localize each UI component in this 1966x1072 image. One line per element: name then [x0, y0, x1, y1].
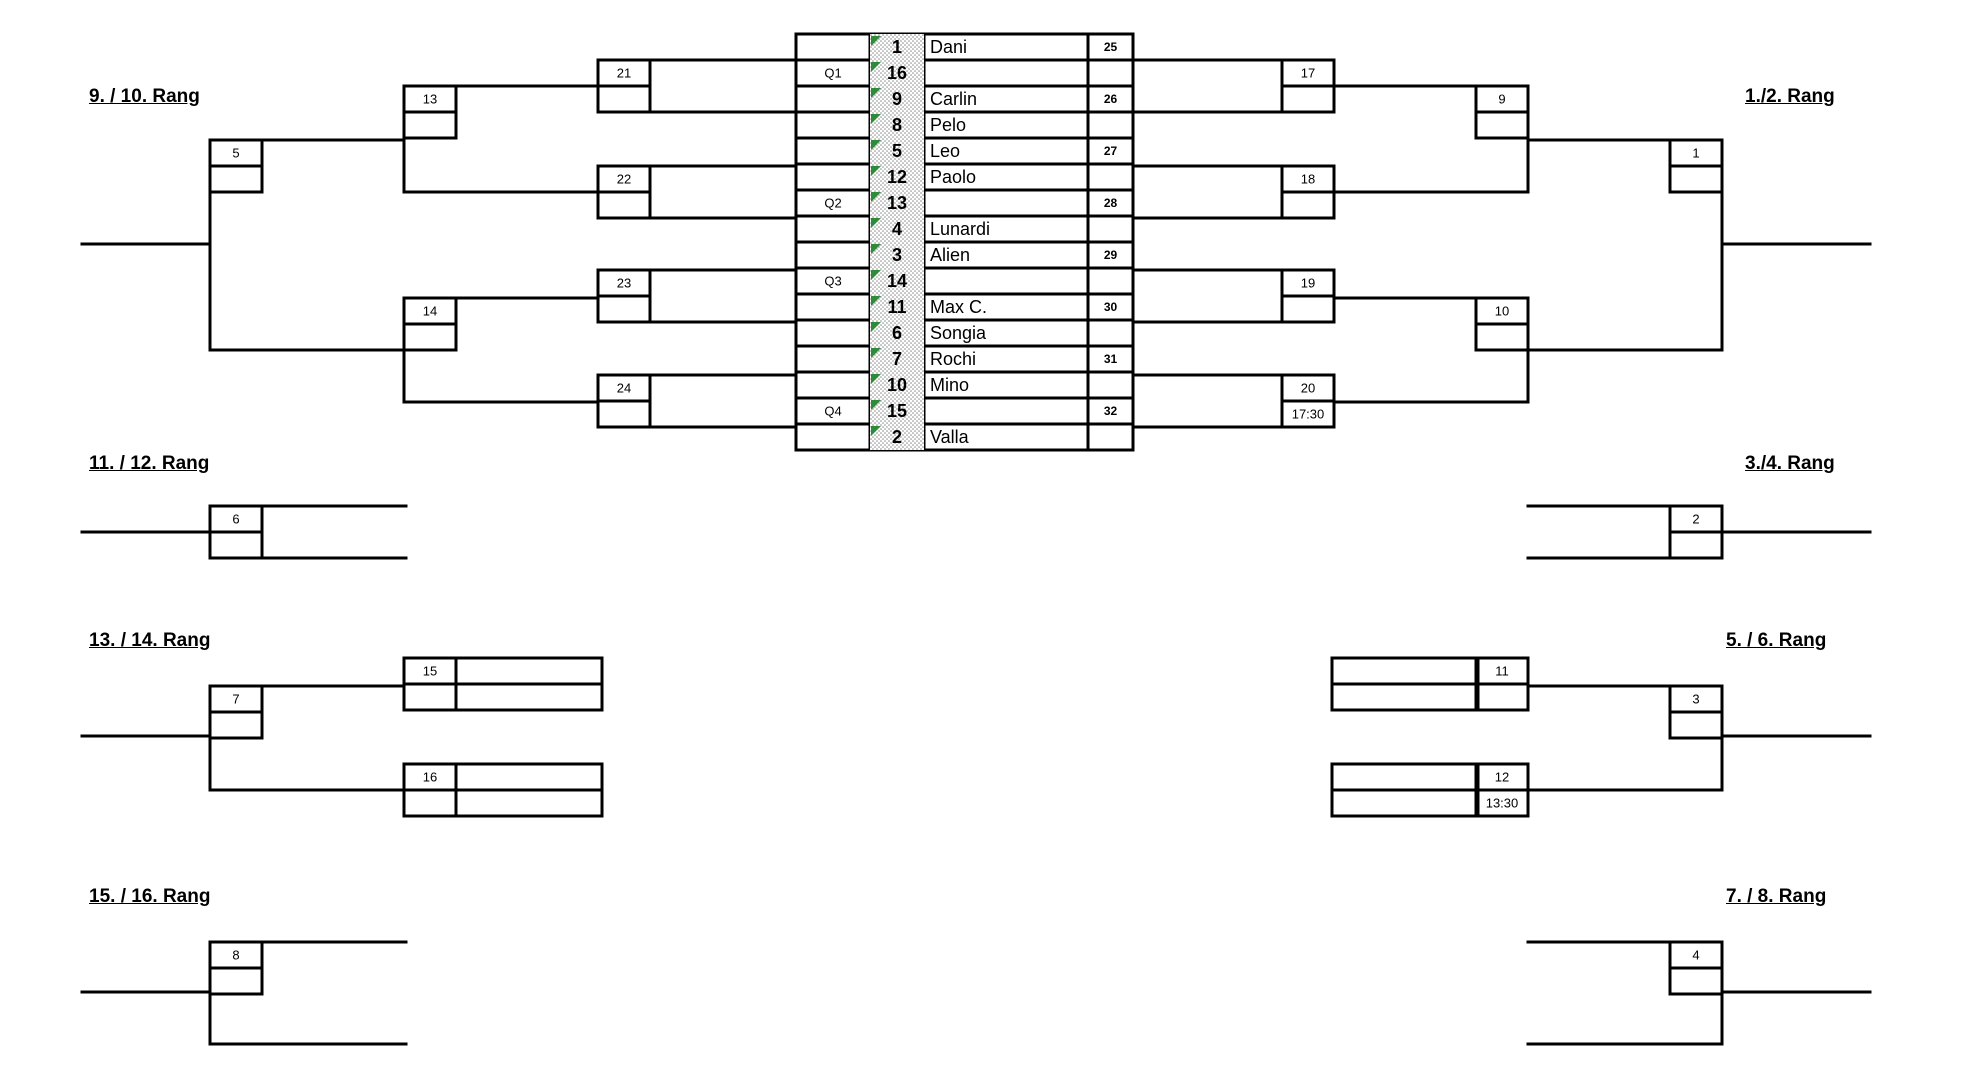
rank-label-11-12: 11. / 12. Rang	[89, 453, 210, 474]
game-20-number: 20	[1301, 380, 1315, 395]
player-name-6: Songia	[930, 323, 987, 343]
seed-number-11: 11	[887, 297, 906, 317]
game-18-number: 18	[1301, 171, 1315, 186]
game-6-number: 6	[232, 511, 239, 526]
game-3-number: 3	[1692, 691, 1699, 706]
player-name-2: Valla	[930, 427, 970, 447]
qualifier-label: Q1	[824, 65, 841, 80]
seed-number-5: 5	[892, 141, 902, 161]
rank-label-3-4: 3./4. Rang	[1745, 453, 1835, 474]
seed-marker-icon	[871, 322, 881, 332]
player-name-12: Paolo	[930, 167, 976, 187]
game-24-number: 24	[617, 380, 631, 395]
game-15-number: 15	[423, 663, 437, 678]
match-number-30: 30	[1104, 300, 1118, 314]
seed-column-pattern	[870, 34, 924, 450]
game-1-number: 1	[1692, 145, 1699, 160]
seed-marker-icon	[871, 192, 881, 202]
seed-number-1: 1	[892, 37, 902, 57]
player-name-1: Dani	[930, 37, 967, 57]
seed-number-8: 8	[892, 115, 902, 135]
game-9-number: 9	[1498, 91, 1505, 106]
player-name-3: Alien	[930, 245, 970, 265]
seed-marker-icon	[871, 62, 881, 72]
game-22-number: 22	[617, 171, 631, 186]
seed-marker-icon	[871, 348, 881, 358]
seed-number-10: 10	[887, 375, 907, 395]
game-19-number: 19	[1301, 275, 1315, 290]
player-name-9: Carlin	[930, 89, 977, 109]
player-name-8: Pelo	[930, 115, 966, 135]
game-7-number: 7	[232, 691, 239, 706]
game-4-number: 4	[1692, 947, 1699, 962]
seed-number-7: 7	[892, 349, 902, 369]
seed-marker-icon	[871, 270, 881, 280]
match-number-27: 27	[1104, 144, 1118, 158]
game-16-number: 16	[423, 769, 437, 784]
game-12-time: 13:30	[1486, 795, 1519, 810]
qualifier-label: Q4	[824, 403, 841, 418]
rank-label-1-2: 1./2. Rang	[1745, 86, 1835, 107]
seed-marker-icon	[871, 140, 881, 150]
player-name-7: Rochi	[930, 349, 976, 369]
game-14-number: 14	[423, 303, 437, 318]
seed-number-12: 12	[887, 167, 907, 187]
seed-number-15: 15	[887, 401, 907, 421]
seed-marker-icon	[871, 426, 881, 436]
seed-marker-icon	[871, 218, 881, 228]
seed-marker-icon	[871, 400, 881, 410]
match-number-29: 29	[1104, 248, 1118, 262]
seed-number-4: 4	[892, 219, 902, 239]
player-name-5: Leo	[930, 141, 960, 161]
player-name-11: Max C.	[930, 297, 987, 317]
rank-label-7-8: 7. / 8. Rang	[1726, 886, 1827, 907]
match-number-32: 32	[1104, 404, 1118, 418]
rank-label-5-6: 5. / 6. Rang	[1726, 630, 1827, 651]
match-number-26: 26	[1104, 92, 1118, 106]
seed-marker-icon	[871, 166, 881, 176]
rank-label-9-10: 9. / 10. Rang	[89, 86, 200, 107]
seed-number-6: 6	[892, 323, 902, 343]
rank-label-15-16: 15. / 16. Rang	[89, 886, 211, 907]
game-17-number: 17	[1301, 65, 1315, 80]
game-2-number: 2	[1692, 511, 1699, 526]
qualifier-label: Q2	[824, 195, 841, 210]
seed-number-9: 9	[892, 89, 902, 109]
qualifier-label: Q3	[824, 273, 841, 288]
match-number-25: 25	[1104, 40, 1118, 54]
seed-number-13: 13	[887, 193, 907, 213]
seed-marker-icon	[871, 114, 881, 124]
seed-number-16: 16	[887, 63, 907, 83]
game-5-number: 5	[232, 145, 239, 160]
seed-marker-icon	[871, 374, 881, 384]
game-23-number: 23	[617, 275, 631, 290]
game-12-number: 12	[1495, 769, 1509, 784]
match-number-31: 31	[1104, 352, 1118, 366]
player-name-10: Mino	[930, 375, 969, 395]
seed-marker-icon	[871, 296, 881, 306]
game-21-number: 21	[617, 65, 631, 80]
rank-label-13-14: 13. / 14. Rang	[89, 630, 211, 651]
game-8-number: 8	[232, 947, 239, 962]
player-name-4: Lunardi	[930, 219, 990, 239]
seed-number-2: 2	[892, 427, 902, 447]
game-11-number: 11	[1495, 663, 1509, 678]
seed-number-14: 14	[887, 271, 907, 291]
seed-marker-icon	[871, 36, 881, 46]
game-20-time: 17:30	[1292, 406, 1325, 421]
seed-marker-icon	[871, 88, 881, 98]
seed-number-3: 3	[892, 245, 902, 265]
game-10-number: 10	[1495, 303, 1509, 318]
match-number-28: 28	[1104, 196, 1118, 210]
game-13-number: 13	[423, 91, 437, 106]
seed-marker-icon	[871, 244, 881, 254]
